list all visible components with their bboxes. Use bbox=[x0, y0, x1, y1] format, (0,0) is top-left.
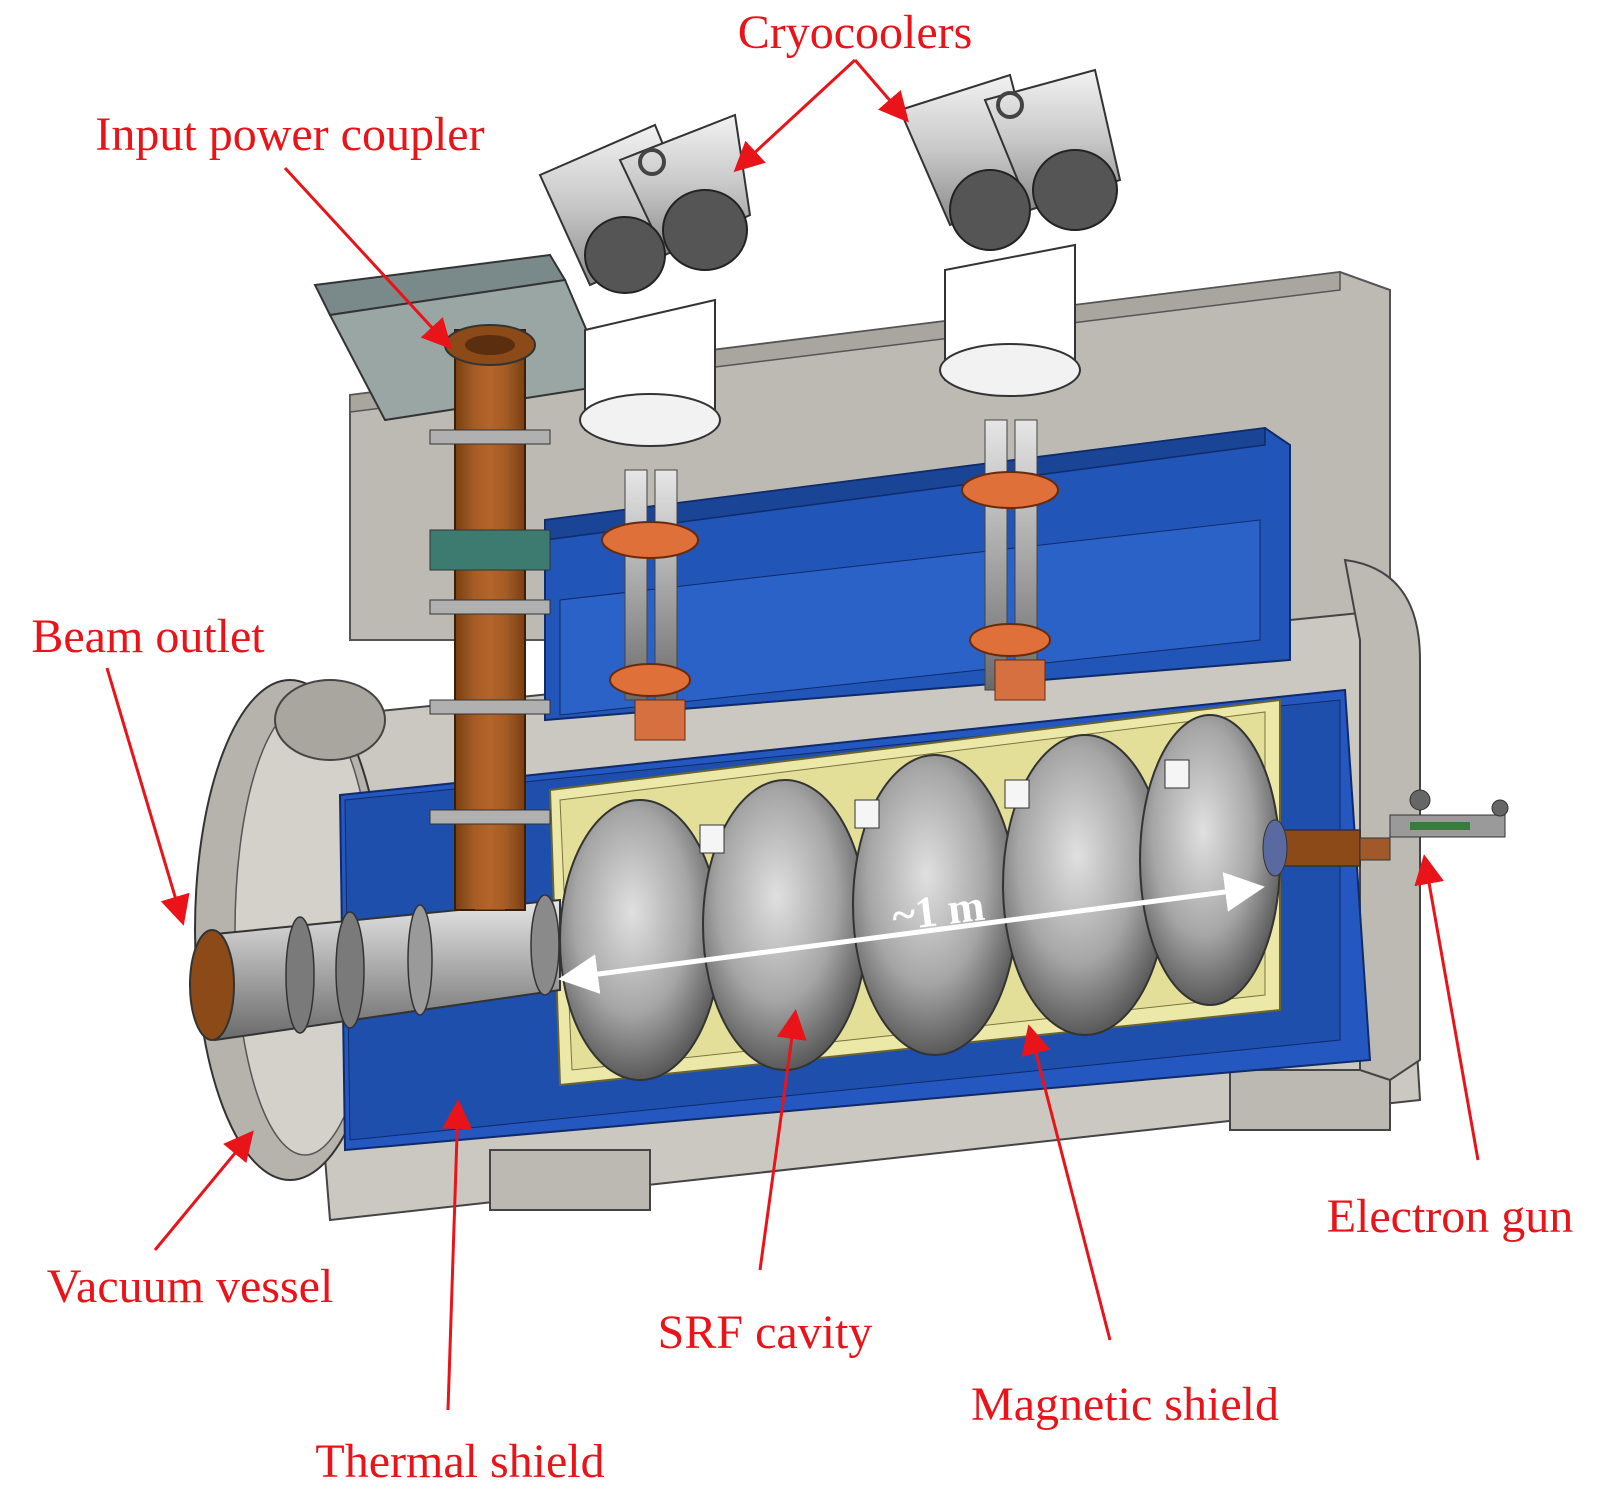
cryocooler-right bbox=[898, 68, 1122, 701]
cavity-length-dimension: ~1 m bbox=[558, 872, 1265, 994]
arrow-srf-cavity bbox=[758, 1009, 807, 1271]
label-input-power-coupler: Input power coupler bbox=[95, 108, 484, 161]
cavity-cell-2 bbox=[702, 779, 868, 1071]
label-thermal-shield: Thermal shield bbox=[315, 1435, 604, 1488]
cavity-cell-5 bbox=[1139, 714, 1281, 1006]
cryocooler-left bbox=[538, 113, 752, 741]
label-srf-cavity: SRF cavity bbox=[658, 1306, 873, 1359]
arrow-input-power-coupler bbox=[283, 166, 453, 350]
arrow-magnetic-shield bbox=[1021, 1024, 1112, 1341]
arrow-vacuum-vessel bbox=[153, 1130, 254, 1251]
arrow-cryocooler-left bbox=[733, 58, 857, 173]
arrow-cryocooler-right bbox=[853, 59, 909, 123]
dimension-label: ~1 m bbox=[889, 881, 987, 941]
arrow-thermal-shield bbox=[442, 1099, 473, 1411]
label-magnetic-shield: Magnetic shield bbox=[971, 1378, 1279, 1431]
label-cryocoolers: Cryocoolers bbox=[738, 6, 973, 59]
beam-pipe bbox=[189, 894, 561, 1042]
annotation-labels: Cryocoolers Input power coupler Beam out… bbox=[31, 6, 1573, 1488]
label-beam-outlet: Beam outlet bbox=[31, 610, 265, 663]
cavity-cell-1 bbox=[559, 799, 721, 1081]
arrow-electron-gun bbox=[1414, 854, 1480, 1161]
annotation-arrows bbox=[105, 58, 1480, 1411]
label-vacuum-vessel: Vacuum vessel bbox=[47, 1260, 334, 1313]
input-power-coupler bbox=[313, 253, 612, 911]
arrow-beam-outlet bbox=[105, 667, 190, 926]
label-electron-gun: Electron gun bbox=[1327, 1190, 1574, 1243]
electron-gun bbox=[1262, 789, 1509, 877]
